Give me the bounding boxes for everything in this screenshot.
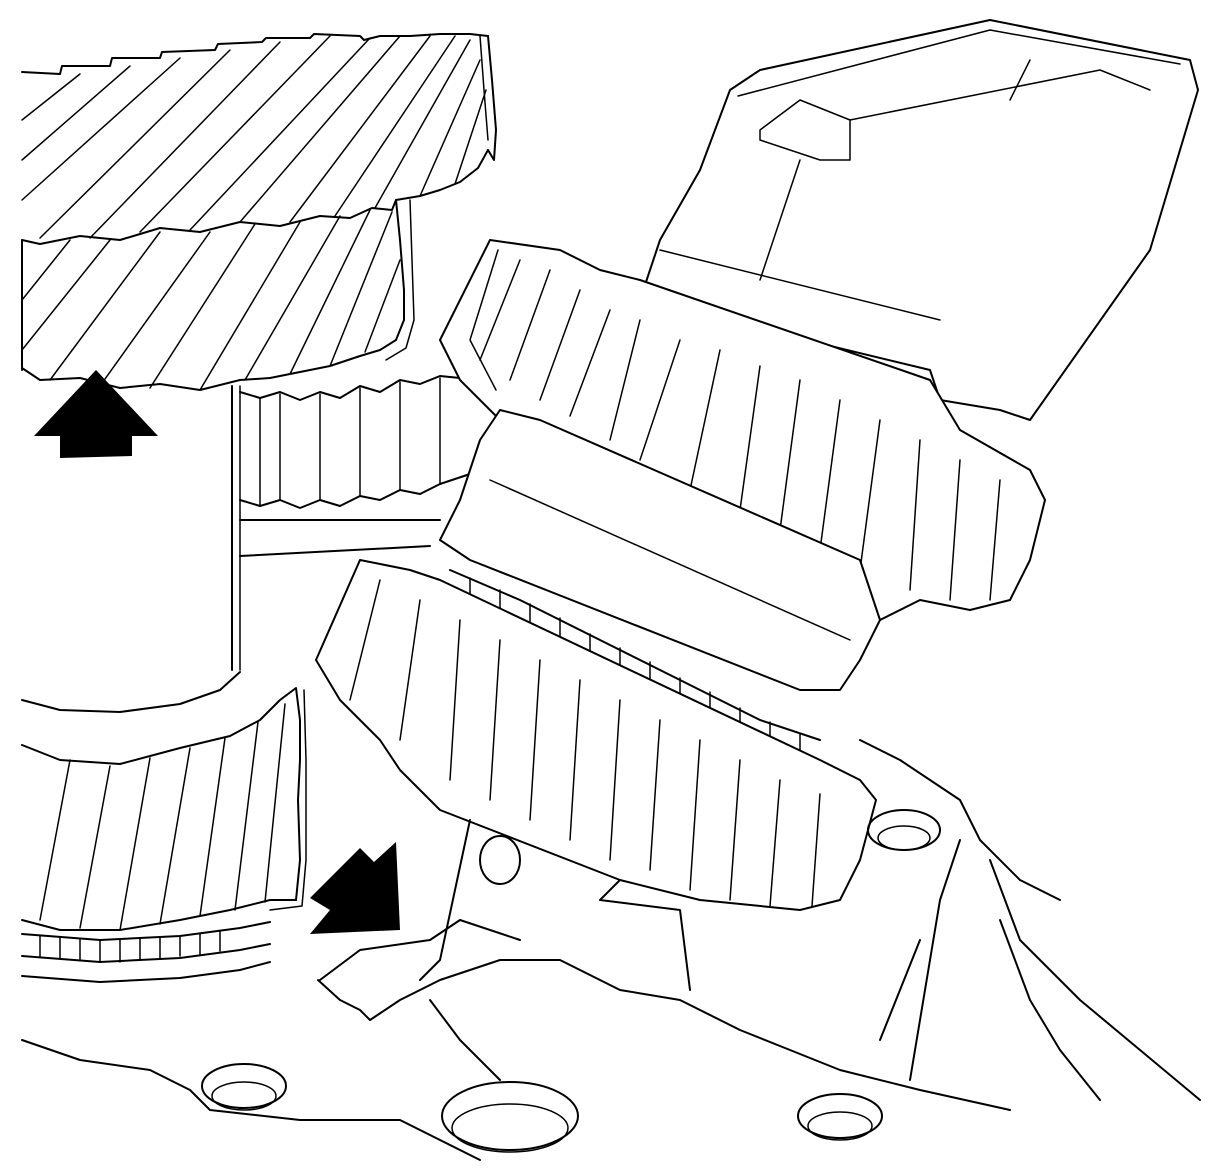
bolt-hole-4 — [867, 809, 941, 851]
output-shaft-assembly — [315, 19, 1199, 991]
center-shaft — [231, 375, 481, 671]
shaft-collar — [439, 409, 881, 691]
shaft-stub — [419, 819, 691, 991]
bolt-hole-3 — [797, 1093, 883, 1141]
upper-helical-gear — [21, 33, 497, 245]
middle-gear-teeth — [21, 209, 401, 391]
bolt-hole-1 — [201, 1063, 287, 1111]
upper-output-gear — [439, 239, 1046, 621]
lower-helical-gear — [21, 671, 307, 983]
shaft-end — [639, 19, 1199, 421]
lower-output-gear — [315, 559, 877, 911]
transmission-housing — [21, 739, 1201, 1161]
down-left-arrow — [310, 842, 400, 934]
upper-gear-teeth — [21, 35, 487, 239]
left-gear-cluster — [21, 33, 497, 983]
bolt-hole-2 — [441, 1081, 579, 1153]
middle-helical-gear — [21, 199, 415, 391]
up-arrow — [34, 370, 158, 458]
left-dog-ring — [21, 921, 271, 983]
lower-gear-teeth — [39, 703, 286, 931]
